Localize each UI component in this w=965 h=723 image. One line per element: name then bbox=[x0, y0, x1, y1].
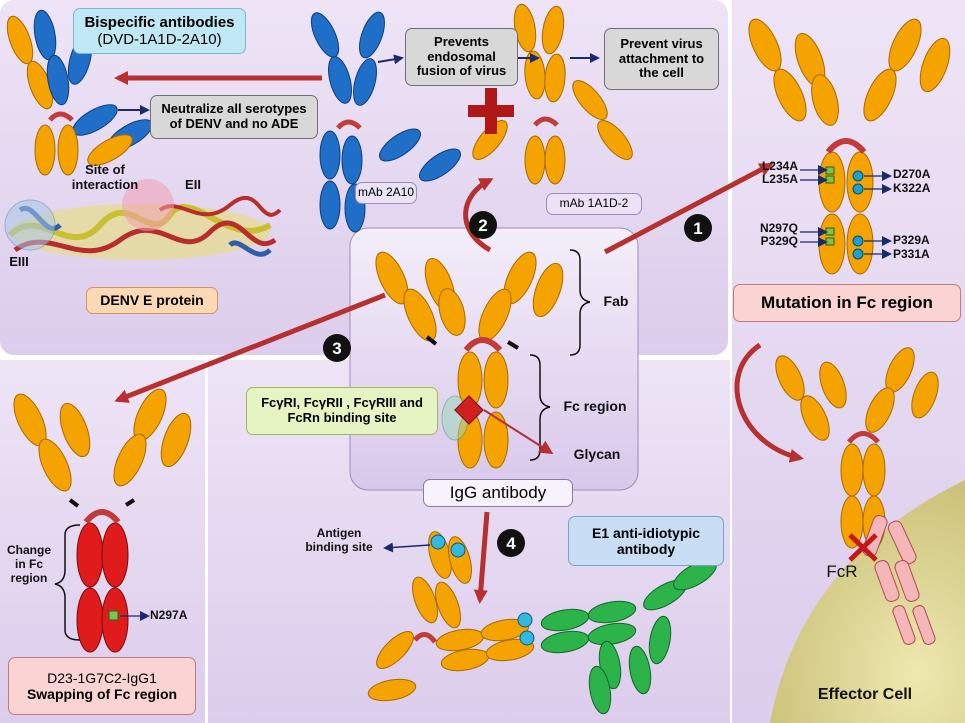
d23-name: D23-1G7C2-IgG1 bbox=[47, 669, 157, 686]
mutation-p329q: P329Q bbox=[760, 234, 798, 248]
eiii-label: EIII bbox=[9, 254, 29, 269]
step-badges bbox=[323, 211, 712, 557]
denv-e-protein-illustration bbox=[4, 179, 282, 260]
denv-protein-label: DENV E protein bbox=[86, 287, 218, 314]
mab-1a1d2-label: mAb 1A1D-2 bbox=[546, 193, 642, 215]
site-of-interaction-label: Site of interaction bbox=[71, 162, 139, 192]
mutation-pointer-lines bbox=[800, 165, 892, 259]
mutation-k322a: K322A bbox=[893, 181, 931, 195]
step-3-number: 3 bbox=[332, 339, 342, 358]
fc-bracket bbox=[529, 354, 551, 461]
plus-icon bbox=[468, 88, 514, 134]
red-process-arrows bbox=[114, 71, 804, 604]
mutation-n297q: N297Q bbox=[759, 221, 798, 235]
d23-label-box: D23-1G7C2-IgG1 Swapping of Fc region bbox=[8, 657, 196, 715]
igg-antibody-label: IgG antibody bbox=[423, 479, 573, 507]
fab-label: Fab bbox=[603, 293, 629, 309]
neutralize-box: Neutralize all serotypes of DENV and no … bbox=[150, 95, 318, 139]
bispecific-name: (DVD-1A1D-2A10) bbox=[97, 31, 222, 48]
eii-label: EII bbox=[185, 177, 201, 192]
blocked-x-icon bbox=[848, 533, 878, 562]
prevent-attachment-box: Prevent virus attachment to the cell bbox=[604, 28, 719, 90]
mab-1a1d2-antibody bbox=[472, 3, 633, 185]
igg-antibody-figure bbox=[375, 251, 564, 469]
binding-site-box: FcγRI, FcγRII , FcγRIII and FcRn binding… bbox=[246, 387, 438, 435]
swapping-label: Swapping of Fc region bbox=[26, 686, 178, 702]
glycan-label: Glycan bbox=[573, 446, 621, 462]
mutation-title-box: Mutation in Fc region bbox=[733, 284, 961, 322]
mutation-d270a: D270A bbox=[893, 167, 931, 181]
effector-cell bbox=[770, 480, 965, 723]
effector-cell-label: Effector Cell bbox=[817, 686, 913, 703]
step-4-number: 4 bbox=[506, 534, 516, 553]
mutation-p329a: P329A bbox=[893, 233, 930, 247]
fcr-label: FcR bbox=[826, 562, 858, 581]
fab-bracket bbox=[569, 249, 591, 356]
change-fc-bracket bbox=[54, 524, 81, 641]
mab-2a10-label: mAb 2A10 bbox=[355, 182, 417, 204]
antigen-binding-site-label: Antigen binding site bbox=[305, 526, 373, 554]
fc-region-label: Fc region bbox=[563, 398, 627, 414]
antigen-site-arrow bbox=[383, 542, 431, 553]
n297a-label: N297A bbox=[150, 608, 188, 622]
bispecific-title: Bispecific antibodies bbox=[84, 13, 235, 31]
mutation-p331a: P331A bbox=[893, 247, 930, 261]
glycan-arrow bbox=[483, 409, 554, 455]
antibody-complex bbox=[367, 531, 717, 715]
effector-antibody bbox=[775, 347, 939, 549]
navy-flow-arrows bbox=[118, 53, 600, 115]
bispecific-label-box: Bispecific antibodies (DVD-1A1D-2A10) bbox=[73, 8, 246, 54]
prevents-fusion-box: Prevents endosomal fusion of virus bbox=[405, 28, 518, 86]
fc-swapped-antibody bbox=[13, 388, 192, 653]
fc-mutant-antibody bbox=[748, 18, 951, 275]
step-1-number: 1 bbox=[693, 219, 703, 238]
mutation-l234a: L234A bbox=[761, 159, 798, 173]
mutation-l235a: L235A bbox=[761, 172, 798, 186]
change-fc-label: Change in Fc region bbox=[6, 543, 51, 585]
e1-anti-idiotypic-box: E1 anti-idiotypic antibody bbox=[568, 516, 724, 566]
step-2-number: 2 bbox=[478, 216, 488, 235]
